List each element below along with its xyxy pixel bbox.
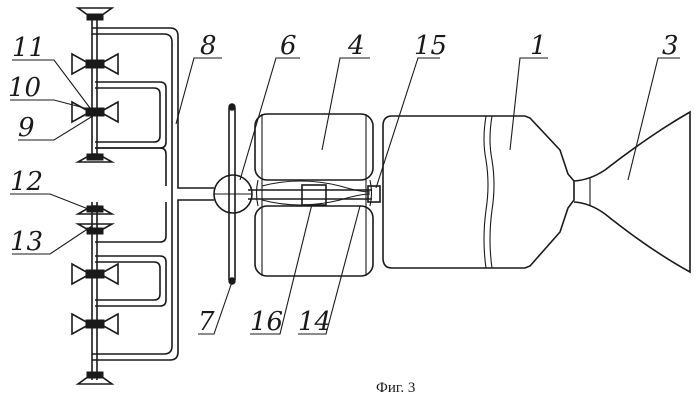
- tank-mid-band: [255, 179, 373, 207]
- leader-15: [375, 57, 440, 189]
- break-line-1: [483, 115, 489, 269]
- leader-16: [250, 203, 313, 335]
- label-14: 14: [298, 307, 331, 337]
- thruster-icon: [71, 262, 119, 286]
- hub-assembly: [213, 103, 381, 285]
- thruster-icon: [71, 52, 119, 76]
- branch-b-lower: [95, 202, 167, 243]
- thruster-mount-icon: [86, 227, 104, 235]
- label-12: 12: [10, 167, 43, 197]
- connector-coupling: [367, 185, 381, 203]
- break-line-2: [489, 115, 495, 269]
- branch-b: [95, 147, 167, 186]
- label-13: 13: [10, 227, 43, 257]
- valve-unit: [301, 184, 327, 206]
- tank-inner-contour: [261, 180, 371, 206]
- label-16: 16: [250, 307, 283, 337]
- leader-lines: [10, 57, 680, 335]
- leader-11: [12, 59, 91, 109]
- tank-upper: [254, 113, 374, 181]
- label-4: 4: [347, 31, 365, 61]
- label-15: 15: [414, 31, 447, 61]
- thruster-mount-icon: [85, 319, 105, 329]
- thruster-mount-icon: [85, 107, 105, 117]
- thruster-mount-icon: [86, 153, 104, 161]
- manifold: [92, 27, 214, 361]
- branch-a-inner: [95, 87, 161, 143]
- leader-12: [10, 193, 97, 213]
- leader-6: [239, 57, 300, 181]
- leader-4: [321, 57, 370, 151]
- nozzle-bell: [573, 110, 691, 274]
- thruster-mount-icon: [86, 13, 104, 21]
- thruster-mount-icon: [85, 59, 105, 69]
- branch-c-inner: [95, 261, 161, 301]
- combustion-chamber: [382, 115, 575, 269]
- figure-caption: Фиг. 3: [376, 380, 415, 396]
- tank-lower: [254, 205, 374, 277]
- reference-numerals: 11 10 9 12 13 8 6 4 15 1 3 7 16 14: [8, 31, 679, 337]
- thruster-mount-icon: [86, 371, 104, 379]
- shaft-cap-bottom: [228, 277, 236, 285]
- thruster-column: [71, 7, 119, 385]
- leader-1: [509, 57, 548, 151]
- leader-8: [175, 57, 222, 125]
- leader-9: [18, 113, 97, 141]
- thruster-icon: [71, 312, 119, 336]
- trunk-outer-bottom: [92, 199, 214, 361]
- engine-assembly: [382, 110, 691, 274]
- label-6: 6: [280, 31, 297, 61]
- trunk-inner-bottom: [92, 194, 173, 355]
- tank-assembly: [254, 113, 374, 277]
- leader-14: [298, 205, 361, 335]
- label-7: 7: [198, 307, 215, 337]
- label-8: 8: [200, 31, 217, 61]
- leader-13: [12, 225, 93, 255]
- thruster-mount-icon: [85, 269, 105, 279]
- shaft-cap-top: [228, 103, 236, 111]
- label-1: 1: [530, 31, 547, 61]
- trunk-outer: [92, 27, 214, 189]
- branch-c: [95, 255, 167, 307]
- label-3: 3: [662, 31, 679, 61]
- leader-3: [627, 57, 680, 181]
- leader-7: [198, 281, 233, 335]
- label-10: 10: [8, 73, 41, 103]
- label-9: 9: [18, 113, 35, 143]
- label-11: 11: [12, 33, 45, 63]
- trunk-inner: [92, 33, 173, 194]
- leader-10: [10, 99, 93, 111]
